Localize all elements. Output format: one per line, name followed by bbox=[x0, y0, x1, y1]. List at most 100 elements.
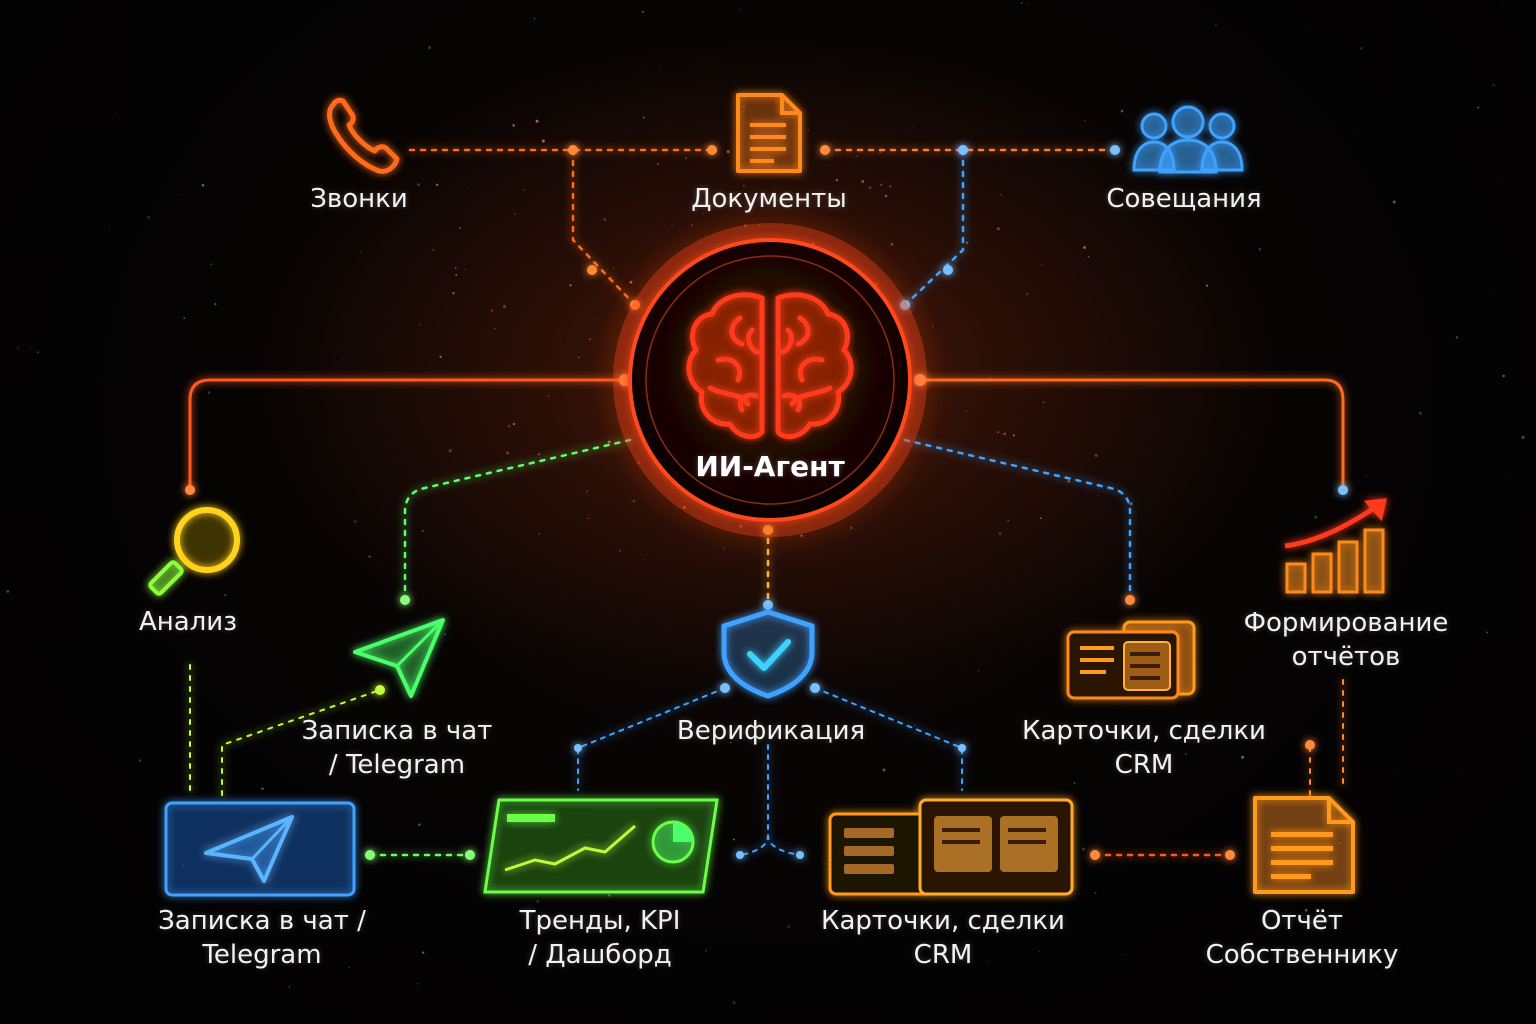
star-particle bbox=[348, 966, 350, 969]
star-particle bbox=[432, 249, 435, 252]
star-particle bbox=[342, 358, 344, 360]
star-particle bbox=[981, 292, 983, 294]
node-label-crm-bottom: Карточки, сделки CRM bbox=[821, 906, 1065, 970]
star-particle bbox=[1205, 284, 1209, 287]
star-particle bbox=[417, 183, 420, 187]
node-label-owner-report: Отчёт Собственнику bbox=[1205, 906, 1399, 970]
star-particle bbox=[1258, 247, 1262, 251]
star-particle bbox=[29, 347, 31, 349]
magnifier-icon bbox=[148, 507, 240, 596]
star-particle bbox=[494, 327, 496, 330]
star-particle bbox=[607, 440, 611, 444]
star-particle bbox=[702, 212, 705, 215]
star-particle bbox=[685, 157, 688, 159]
connector-top-right-drop bbox=[903, 148, 965, 307]
connector-core-left bbox=[188, 378, 627, 492]
star-particle bbox=[588, 338, 591, 341]
star-particle bbox=[849, 526, 853, 530]
star-particle bbox=[1000, 194, 1002, 196]
star-particle bbox=[1493, 291, 1495, 293]
star-particle bbox=[1092, 375, 1094, 377]
star-particle bbox=[1125, 163, 1127, 165]
node-label-trends: Тренды, KPI / Дашборд bbox=[519, 906, 681, 970]
star-particle bbox=[1492, 83, 1496, 87]
star-particle bbox=[181, 193, 183, 196]
star-particle bbox=[787, 924, 791, 929]
star-particle bbox=[927, 254, 928, 255]
star-particle bbox=[238, 612, 240, 614]
star-particle bbox=[428, 46, 431, 49]
connector-core-right bbox=[918, 378, 1345, 492]
star-particle bbox=[1275, 614, 1277, 616]
connector-verify-down bbox=[739, 744, 801, 856]
star-particle bbox=[1214, 24, 1217, 27]
star-particle bbox=[507, 424, 511, 428]
star-particle bbox=[419, 323, 421, 326]
star-particle bbox=[1485, 631, 1488, 634]
star-particle bbox=[359, 251, 362, 253]
star-particle bbox=[1506, 472, 1508, 474]
star-particle bbox=[977, 670, 979, 672]
brain-icon bbox=[686, 292, 854, 440]
star-particle bbox=[1083, 246, 1086, 249]
star-particle bbox=[116, 111, 118, 113]
star-particle bbox=[138, 759, 142, 762]
star-particle bbox=[464, 268, 466, 270]
star-particle bbox=[1503, 4, 1505, 6]
star-particle bbox=[722, 547, 726, 550]
star-particle bbox=[421, 529, 424, 533]
star-particle bbox=[535, 119, 539, 123]
node-label-documents: Документы bbox=[691, 184, 847, 214]
star-particle bbox=[1129, 502, 1133, 506]
star-particle bbox=[428, 222, 430, 224]
star-particle bbox=[632, 500, 635, 503]
star-particle bbox=[307, 958, 310, 961]
star-particle bbox=[740, 9, 742, 11]
star-particle bbox=[502, 305, 507, 309]
star-particle bbox=[1419, 411, 1422, 415]
star-particle bbox=[1097, 494, 1099, 496]
crm-cards-icon bbox=[828, 798, 1074, 896]
star-particle bbox=[965, 410, 967, 412]
star-particle bbox=[603, 218, 607, 221]
star-particle bbox=[698, 238, 699, 240]
star-particle bbox=[418, 823, 421, 827]
star-particle bbox=[444, 633, 447, 636]
star-particle bbox=[514, 213, 517, 215]
node-label-crm-top: Карточки, сделки CRM bbox=[1022, 716, 1266, 780]
star-particle bbox=[506, 451, 510, 455]
star-particle bbox=[800, 534, 803, 537]
star-particle bbox=[1041, 264, 1043, 266]
star-particle bbox=[1012, 434, 1015, 437]
star-particle bbox=[868, 186, 872, 189]
star-particle bbox=[1360, 47, 1363, 50]
connectors bbox=[188, 148, 1345, 857]
star-particle bbox=[1084, 120, 1086, 122]
star-particle bbox=[690, 224, 693, 226]
telegram-panel-icon bbox=[164, 801, 356, 897]
star-particle bbox=[884, 194, 888, 198]
dashboard-icon bbox=[483, 798, 719, 894]
star-particle bbox=[1365, 475, 1368, 478]
star-particle bbox=[1094, 453, 1098, 458]
star-particle bbox=[807, 129, 809, 131]
star-particle bbox=[955, 259, 957, 262]
phone-icon bbox=[327, 97, 400, 174]
star-particle bbox=[1521, 435, 1525, 439]
star-particle bbox=[1042, 738, 1046, 742]
star-particle bbox=[210, 263, 213, 266]
node-label-calls: Звонки bbox=[310, 184, 408, 214]
star-particle bbox=[422, 951, 425, 954]
star-particle bbox=[537, 135, 539, 137]
star-particle bbox=[1045, 358, 1047, 360]
star-particle bbox=[625, 539, 627, 540]
star-particle bbox=[642, 116, 645, 119]
star-particle bbox=[880, 183, 883, 186]
star-particle bbox=[536, 900, 539, 903]
ai-agent-core[interactable] bbox=[613, 223, 927, 537]
star-particle bbox=[882, 768, 886, 772]
cards-icon bbox=[1066, 620, 1196, 700]
star-particle bbox=[1184, 752, 1188, 756]
people-icon bbox=[1132, 105, 1244, 174]
star-particle bbox=[913, 723, 916, 727]
